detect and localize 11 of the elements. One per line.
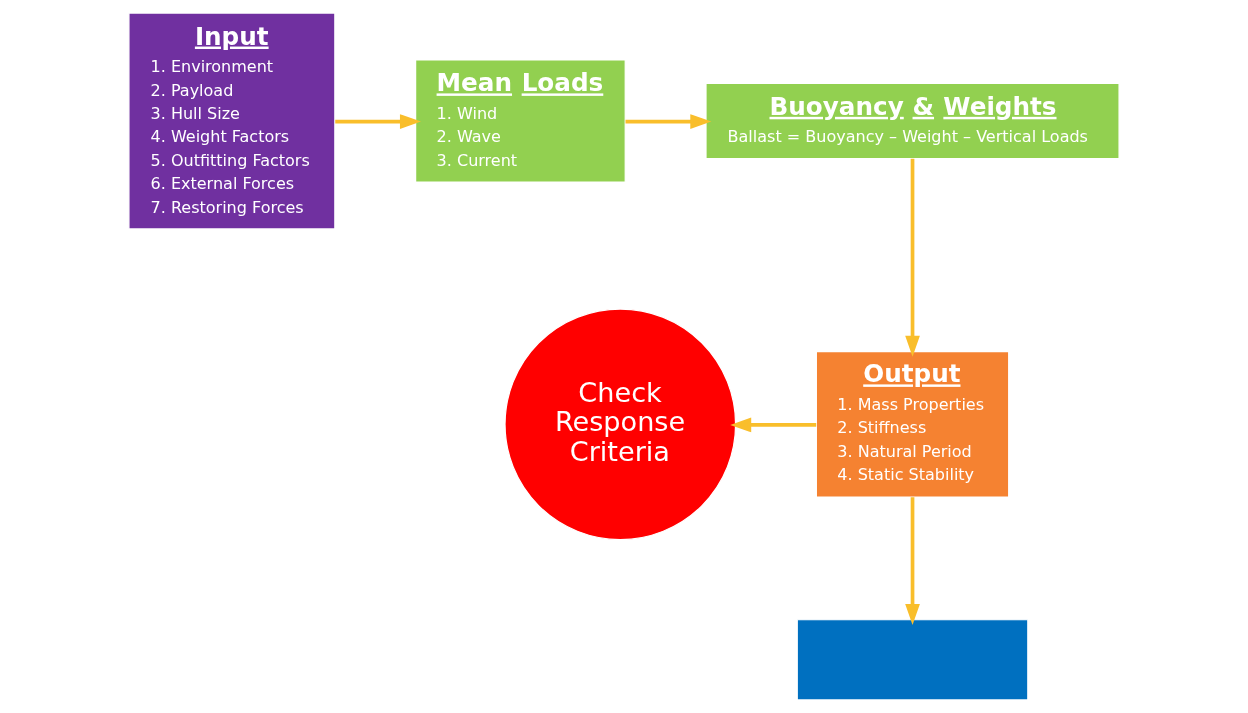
node-box: Buoyancy & Weights Ballast = Buoyancy – Weight – Vertical Loads	[705, 82, 1120, 160]
node-box	[796, 619, 1029, 701]
node-box: Output 1. Mass Properties 2. Stiffness 3. Natural Period 4. Static Stability	[815, 350, 1010, 498]
arrow	[905, 497, 920, 626]
node-box: Mean Loads 1. Wind 2. Wave 3. Current	[415, 59, 626, 183]
arrow	[730, 417, 817, 433]
arrow	[905, 158, 920, 357]
arrow	[625, 114, 712, 129]
node-circle: Check Response Criteria	[504, 308, 737, 541]
arrow	[335, 114, 421, 129]
node-box: Input 1. Environment 2. Payload 3. Hull Size 4. Weight Factors 5. Outfitting Factors 6. External Forces 7. Restoring Forces	[128, 12, 336, 230]
